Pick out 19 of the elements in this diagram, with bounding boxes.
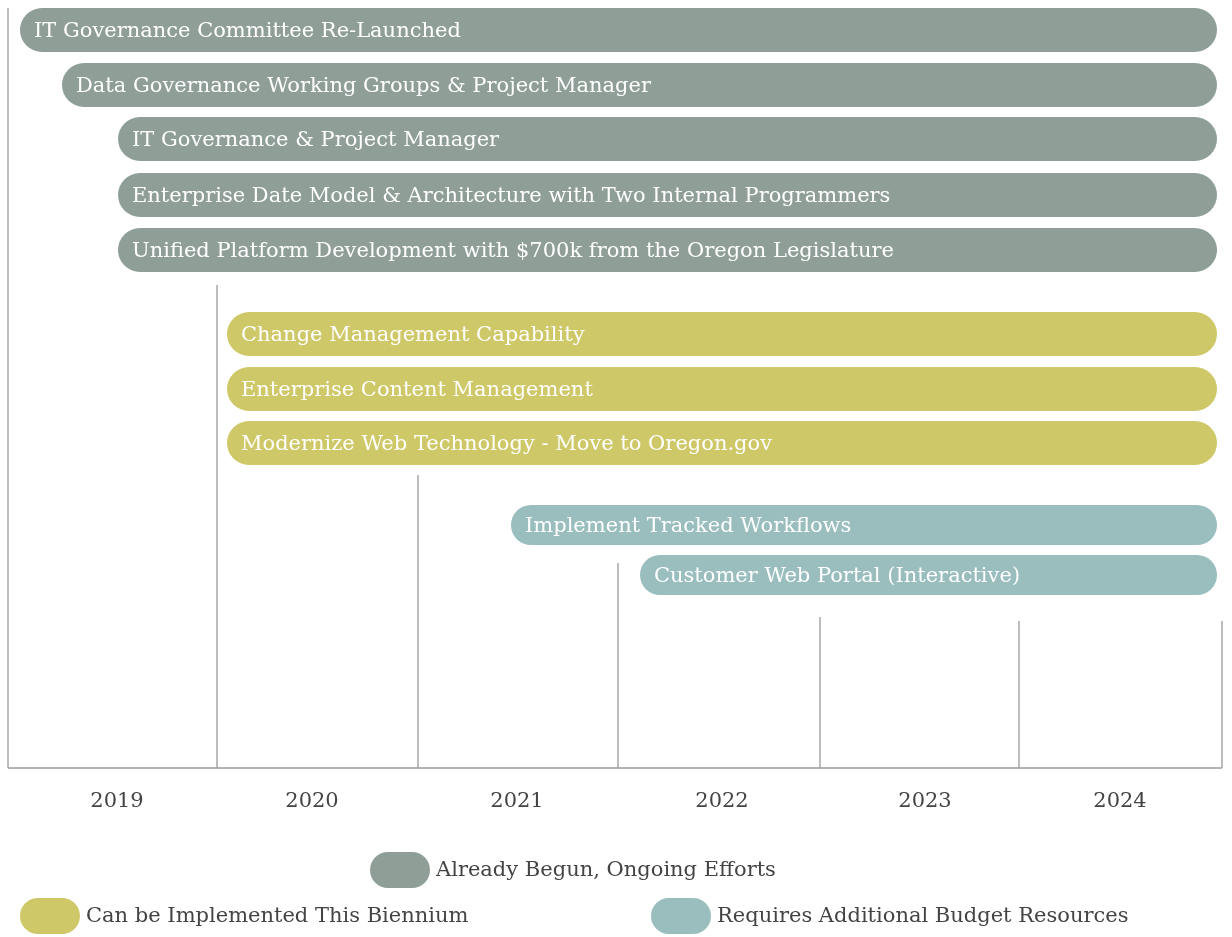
timeline-bar: Change Management Capability — [227, 312, 1217, 356]
timeline-bar: Unified Platform Development with $700k from the Oregon Legislature — [118, 228, 1217, 272]
year-label: 2023 — [898, 788, 952, 812]
legend-label: Can be Implemented This Biennium — [86, 903, 469, 927]
year-label: 2019 — [90, 788, 144, 812]
year-label: 2021 — [490, 788, 544, 812]
timeline-bar: Enterprise Content Management — [227, 367, 1217, 411]
timeline-bar: Modernize Web Technology - Move to Oregon.gov — [227, 421, 1217, 465]
timeline-bar: Enterprise Date Model & Architecture with Two Internal Programmers — [118, 173, 1217, 217]
legend-label: Requires Additional Budget Resources — [717, 903, 1129, 927]
year-label: 2022 — [695, 788, 749, 812]
timeline-bar: Implement Tracked Workflows — [511, 505, 1217, 545]
year-label: 2020 — [285, 788, 339, 812]
legend-label: Already Begun, Ongoing Efforts — [436, 857, 776, 881]
year-label: 2024 — [1093, 788, 1147, 812]
timeline-bar: Customer Web Portal (Interactive) — [640, 555, 1217, 595]
timeline-bar: IT Governance Committee Re-Launched — [20, 8, 1217, 52]
timeline-bar: Data Governance Working Groups & Project Manager — [62, 63, 1217, 107]
timeline-bar: IT Governance & Project Manager — [118, 117, 1217, 161]
